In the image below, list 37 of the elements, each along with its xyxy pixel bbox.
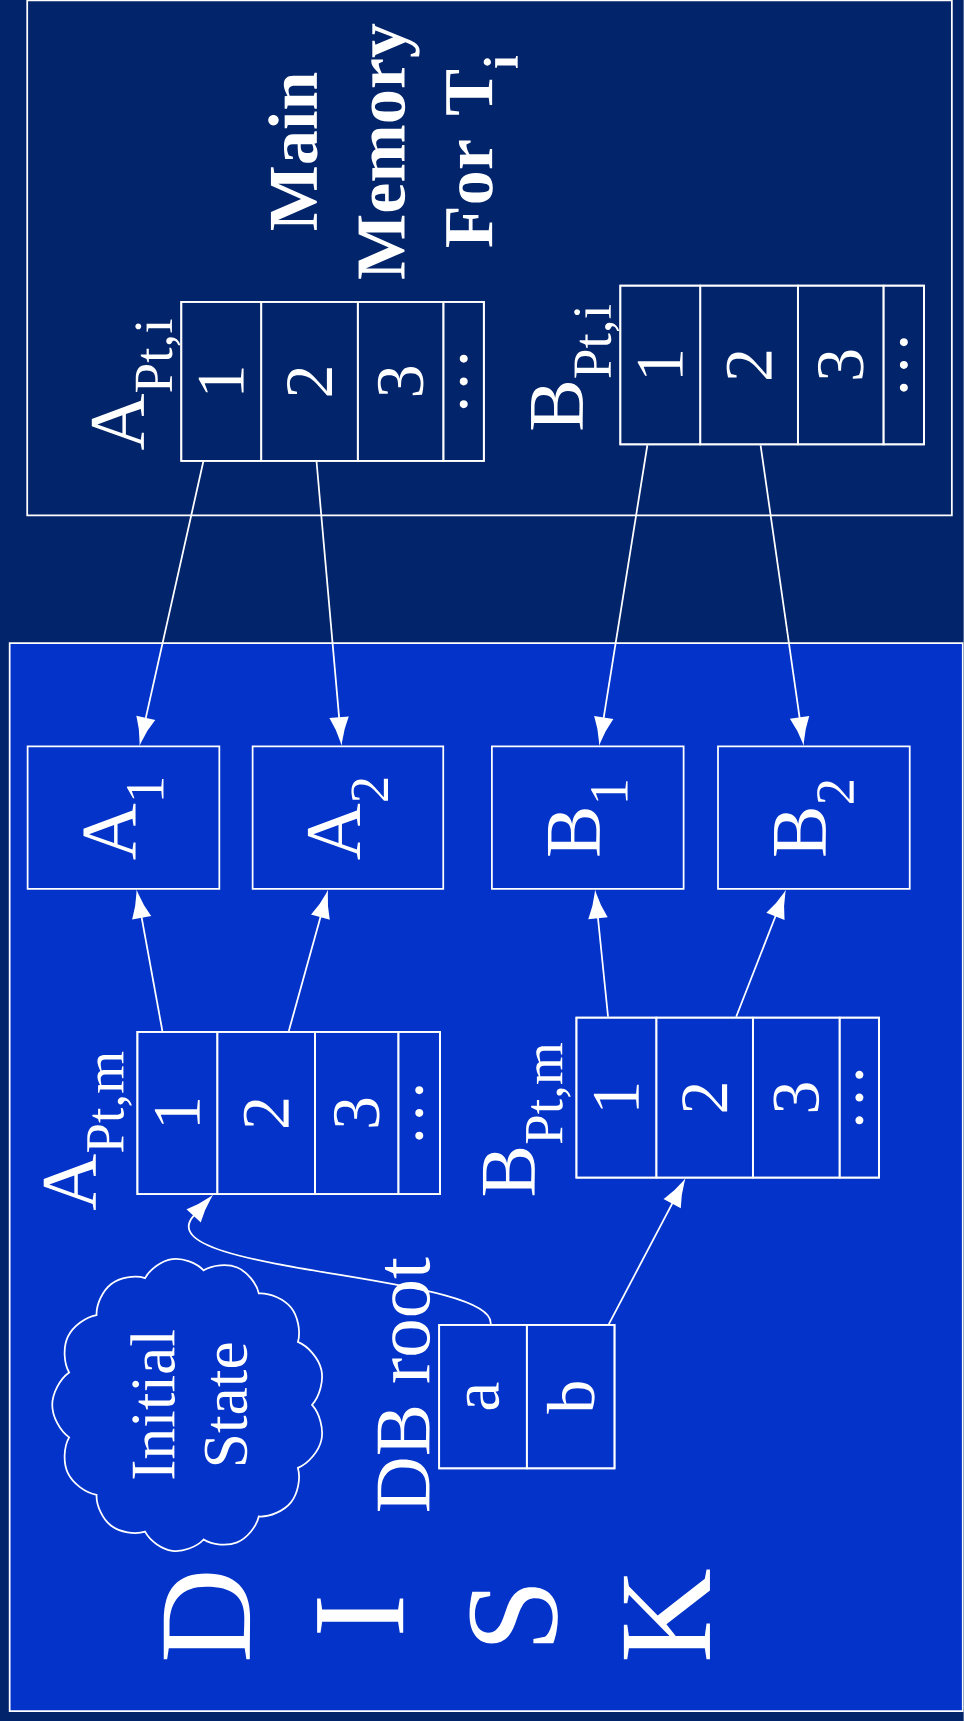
node-label: A$_{Pt,i}$ <box>91 319 181 450</box>
block-box: A$_{2}$ <box>251 745 445 890</box>
arrow <box>136 460 205 743</box>
array-cell: 2 <box>260 301 359 462</box>
block-box: B$_{2}$ <box>717 745 911 890</box>
arrow <box>608 1181 685 1325</box>
array-cell: … <box>838 1016 881 1179</box>
array-cell: 1 <box>180 301 263 462</box>
node-label: B$_{Pt,i}$ <box>531 305 620 430</box>
array-cell: … <box>397 1031 442 1195</box>
block-box: A$_{1}$ <box>26 745 221 890</box>
array-cell: 3 <box>797 284 885 446</box>
node-label: A$_{Pt,m}$ <box>43 1051 133 1210</box>
node-label: DB root <box>377 1257 431 1512</box>
arrow <box>187 1196 492 1325</box>
arrow <box>594 444 649 743</box>
arrow <box>315 460 349 743</box>
arrow <box>759 444 810 743</box>
arrow <box>735 892 786 1018</box>
array-cell: 2 <box>216 1031 316 1195</box>
array-cell: 3 <box>357 301 445 462</box>
array-cell: 3 <box>752 1016 841 1179</box>
array-cell: … <box>442 301 486 462</box>
arrow <box>288 892 330 1032</box>
array-cell: 1 <box>136 1031 219 1195</box>
array-cell: 1 <box>619 284 702 446</box>
array-cell: … <box>882 284 926 446</box>
arrow <box>588 892 610 1018</box>
array-cell: 3 <box>314 1031 400 1195</box>
array-cell: 1 <box>575 1016 658 1179</box>
arrow <box>132 892 164 1032</box>
node-label: B$_{Pt,m}$ <box>483 1042 571 1196</box>
array-cell: 2 <box>699 284 799 446</box>
array-cell: 2 <box>655 1016 754 1179</box>
array-cell: a <box>438 1324 528 1470</box>
block-box: B$_{1}$ <box>491 745 685 890</box>
array-cell: b <box>526 1324 616 1470</box>
